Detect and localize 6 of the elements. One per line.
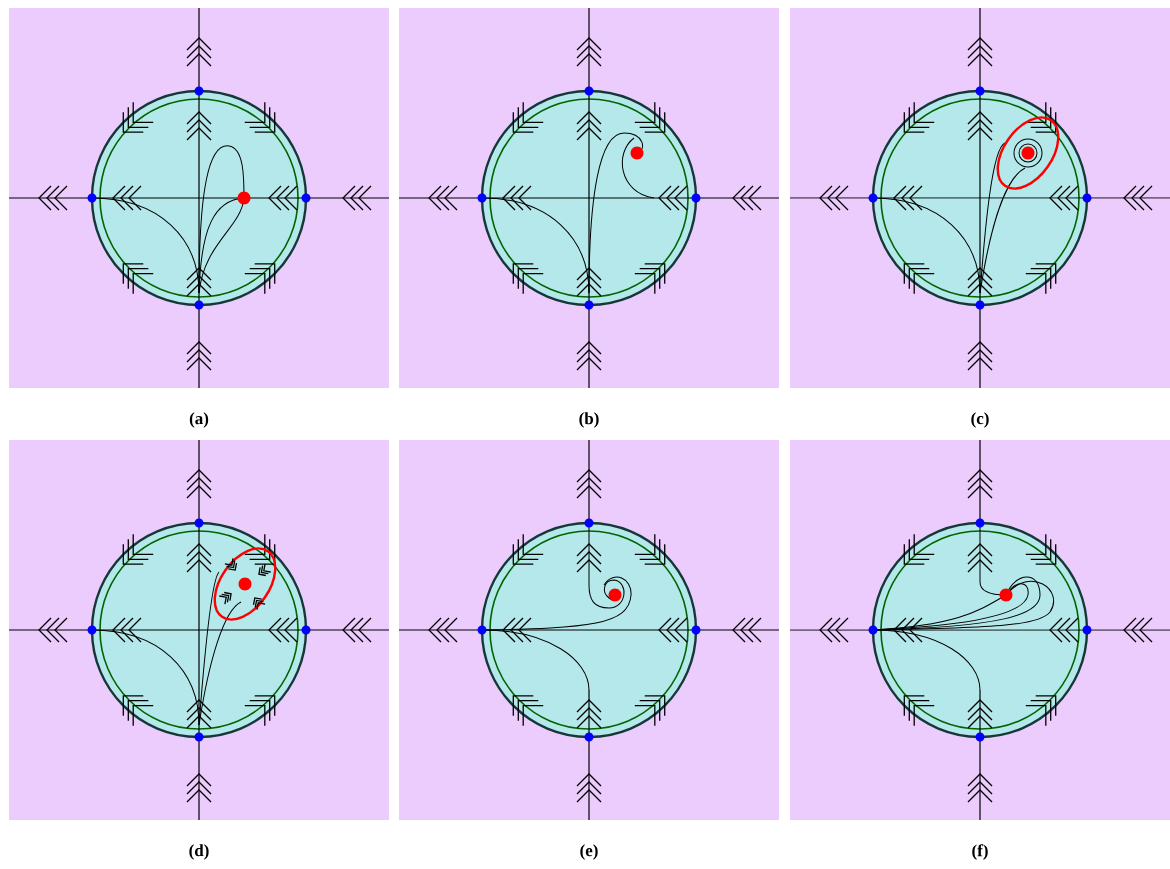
- panel-label: (b): [579, 412, 599, 428]
- panel-label: (e): [580, 844, 598, 860]
- panel-label: (a): [189, 412, 209, 428]
- panel-label: (f): [972, 844, 988, 860]
- panel-label: (d): [189, 844, 209, 860]
- panel-label: (c): [971, 412, 989, 428]
